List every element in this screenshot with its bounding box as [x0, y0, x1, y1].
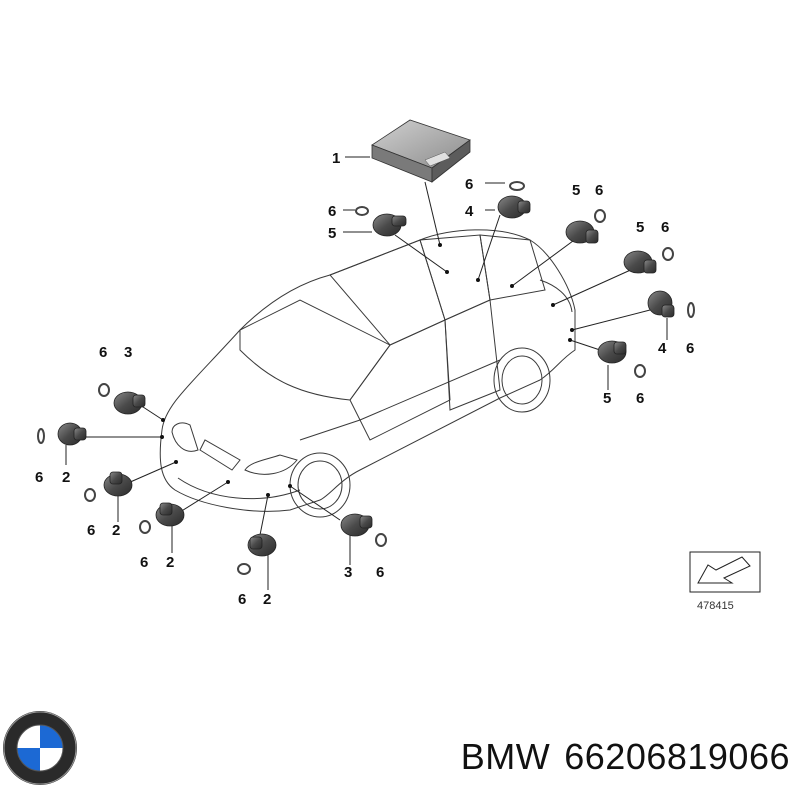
callout-6[interactable]: 6 [87, 522, 95, 539]
callout-5[interactable]: 5 [572, 182, 580, 199]
sensor-icon[interactable] [647, 290, 675, 318]
callout-2[interactable]: 2 [62, 469, 70, 486]
callout-2[interactable]: 2 [263, 591, 271, 608]
callout-6[interactable]: 6 [465, 176, 473, 193]
ring-icon [237, 563, 251, 575]
pdc-sensors [57, 195, 675, 557]
sensor-icon[interactable] [372, 213, 407, 237]
sensor-icon[interactable] [597, 340, 627, 364]
callout-5[interactable]: 5 [328, 225, 336, 242]
product-title: BMW 66206819066 [410, 736, 790, 778]
sensor-icon[interactable] [113, 391, 146, 415]
ring-icon [84, 488, 96, 502]
callout-5[interactable]: 5 [603, 390, 611, 407]
sensor-icon[interactable] [565, 220, 599, 244]
ring-icon [687, 302, 695, 318]
ring-icon [355, 206, 369, 216]
callout-3[interactable]: 3 [344, 564, 352, 581]
part-number: 66206819066 [564, 736, 790, 777]
ring-icon [139, 520, 151, 534]
callout-6[interactable]: 6 [328, 203, 336, 220]
reference-box: 478415 [689, 551, 761, 612]
callout-6[interactable]: 6 [376, 564, 384, 581]
parking-control-module[interactable] [371, 119, 471, 183]
vehicle-outline [159, 229, 576, 518]
callout-6[interactable]: 6 [595, 182, 603, 199]
sensor-icon[interactable] [247, 533, 277, 557]
attachment-dots [160, 243, 574, 497]
callout-6[interactable]: 6 [238, 591, 246, 608]
brand-name: BMW [460, 736, 551, 777]
callout-5[interactable]: 5 [636, 219, 644, 236]
arrow-icon [697, 556, 751, 584]
sensor-icon[interactable] [497, 195, 531, 219]
callout-2[interactable]: 2 [112, 522, 120, 539]
callout-3[interactable]: 3 [124, 344, 132, 361]
callout-4[interactable]: 4 [658, 340, 667, 357]
decoupling-rings [37, 181, 695, 575]
callout-2[interactable]: 2 [166, 554, 174, 571]
sensor-icon[interactable] [623, 250, 657, 274]
callout-6[interactable]: 6 [686, 340, 694, 357]
sensor-icon[interactable] [57, 422, 87, 446]
callout-6[interactable]: 6 [99, 344, 107, 361]
callout-1[interactable]: 1 [332, 150, 340, 167]
ring-icon [509, 181, 525, 191]
callout-6[interactable]: 6 [661, 219, 669, 236]
bmw-logo [3, 711, 77, 785]
ring-icon [594, 209, 606, 223]
callout-6[interactable]: 6 [140, 554, 148, 571]
ring-icon [37, 428, 45, 444]
ring-icon [98, 383, 110, 397]
callout-4[interactable]: 4 [465, 203, 474, 220]
sensor-icon[interactable] [155, 502, 185, 527]
ring-icon [375, 533, 387, 547]
ring-icon [634, 364, 646, 378]
sensor-icon[interactable] [103, 471, 133, 497]
callout-6[interactable]: 6 [636, 390, 644, 407]
callout-6[interactable]: 6 [35, 469, 43, 486]
ring-icon [662, 247, 674, 261]
sensor-icon[interactable] [340, 513, 373, 537]
callout-labels: 1 6 4 6 5 5 6 5 6 4 6 5 6 6 3 6 2 6 2 6 … [35, 150, 694, 608]
reference-number: 478415 [697, 600, 734, 612]
